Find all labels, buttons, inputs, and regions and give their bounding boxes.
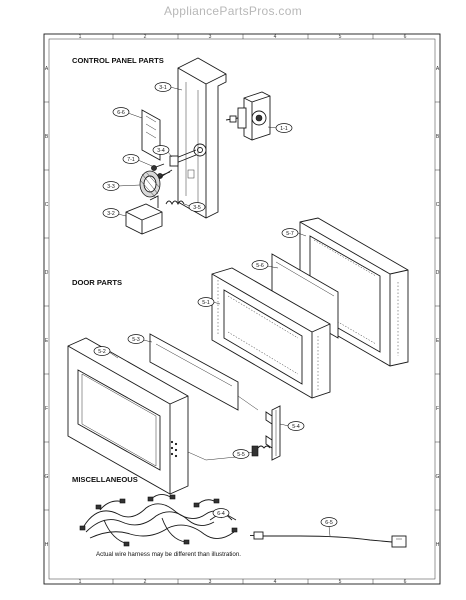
callout-3-5: 3-5: [193, 205, 201, 211]
callout-6-4: 6-4: [217, 511, 225, 517]
grid-row-g: G: [45, 474, 49, 480]
grid-row-h: H: [45, 542, 49, 548]
callout-5-4: 5-4: [292, 424, 300, 430]
grid-col-5-bottom: 5: [339, 579, 342, 585]
callout-5-1: 5-1: [202, 300, 210, 306]
spring: [165, 200, 185, 206]
power-cord: [250, 531, 407, 548]
knob-shaft: [169, 155, 179, 167]
grid-col-1: 1: [79, 34, 82, 40]
door-screen-film: [271, 253, 339, 339]
latch-block: [251, 445, 259, 457]
door-latch: [265, 405, 281, 461]
door-assembly: [67, 217, 409, 495]
selector-knob: [139, 169, 173, 199]
callout-3-3: 3-3: [107, 184, 115, 190]
section-title-door: DOOR PARTS: [72, 278, 122, 287]
callout-6-6: 6-6: [117, 110, 125, 116]
grid-col-1-bottom: 1: [79, 579, 82, 585]
grid-row-f-right: F: [436, 406, 439, 412]
timer-switch: [225, 91, 271, 141]
grid-row-b-right: B: [436, 134, 440, 140]
wire-harness: [79, 494, 238, 547]
grid-col-4: 4: [274, 34, 277, 40]
callout-3-2: 3-2: [107, 211, 115, 217]
door-frame: [211, 267, 331, 399]
section-title-control-panel: CONTROL PANEL PARTS: [72, 56, 164, 65]
grid-row-d-right: D: [436, 270, 440, 276]
grid-col-6-bottom: 6: [404, 579, 407, 585]
grid-row-d: D: [45, 270, 49, 276]
grid-row-e: E: [45, 338, 49, 344]
door-callouts: 5-7 5-6 5-1 5-3 5-2 5-4 5-5: [93, 228, 307, 459]
grid-col-2-bottom: 2: [144, 579, 147, 585]
watermark: AppliancePartsPros.com: [164, 4, 302, 18]
grid-row-b: B: [45, 134, 49, 140]
callout-3-4: 3-4: [157, 148, 165, 154]
callout-5-7: 5-7: [286, 231, 294, 237]
door-outer-panel: [67, 337, 189, 495]
frame-outer: [43, 33, 441, 585]
grid-row-g-right: G: [436, 474, 440, 480]
latch-spring: [257, 445, 271, 449]
misc-callouts: 6-4 6-5: [212, 508, 338, 537]
grid-col-6: 6: [404, 34, 407, 40]
callout-7-1: 7-1: [127, 157, 135, 163]
grid-col-2: 2: [144, 34, 147, 40]
grid-rows: A B C D E F G H A B C D E F G H: [44, 66, 440, 548]
grid-col-3: 3: [209, 34, 212, 40]
grid-row-a-right: A: [436, 66, 440, 72]
callout-5-6: 5-6: [256, 263, 264, 269]
grid-row-a: A: [45, 66, 49, 72]
grid-col-4-bottom: 4: [274, 579, 277, 585]
section-title-misc: MISCELLANEOUS: [72, 475, 138, 484]
harness-note: Actual wire harness may be different tha…: [96, 551, 241, 558]
control-panel-assembly: [125, 57, 271, 235]
grid-row-f: F: [45, 406, 48, 412]
callout-5-5: 5-5: [237, 452, 245, 458]
grid-row-c: C: [45, 202, 49, 208]
grid-columns: 1 2 3 4 5 6 1 2 3 4 5 6: [79, 34, 407, 585]
door-open-button: [125, 195, 163, 235]
grid-row-c-right: C: [436, 202, 440, 208]
callout-1-1: 1-1: [280, 126, 288, 132]
control-panel-callouts: 3-1 1-1 6-6 7-1 3-4 3-3 3-2 3-5: [102, 82, 293, 218]
callout-5-2: 5-2: [98, 349, 106, 355]
grid-row-e-right: E: [436, 338, 440, 344]
callout-5-3: 5-3: [132, 337, 140, 343]
callout-6-5: 6-5: [325, 520, 333, 526]
callout-3-1: 3-1: [159, 85, 167, 91]
grid-row-h-right: H: [436, 542, 440, 548]
grid-col-3-bottom: 3: [209, 579, 212, 585]
frame-inner: [48, 38, 436, 580]
grid-col-5: 5: [339, 34, 342, 40]
